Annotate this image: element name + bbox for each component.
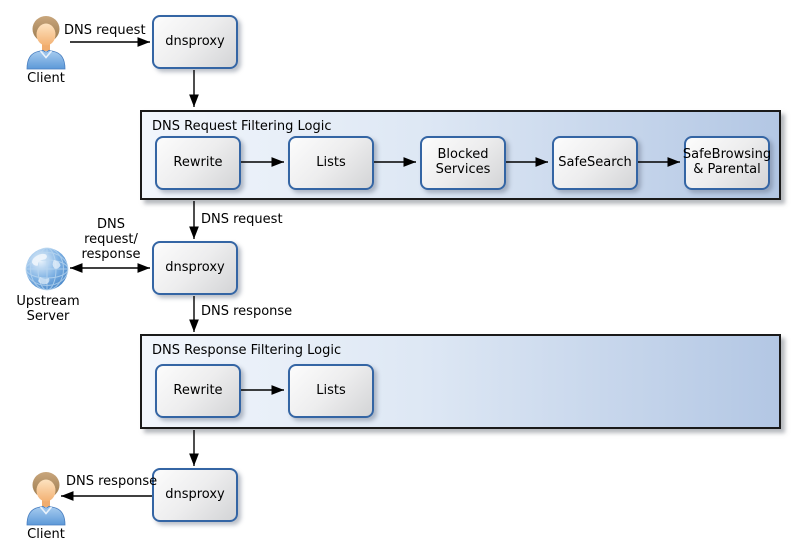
edge-label-upstream-exchange: DNS request/ response [81,217,141,262]
step-rewrite-request: Rewrite [155,136,241,190]
step-label: SafeBrowsing & Parental [682,147,772,177]
node-dnsproxy-bottom-label: dnsproxy [165,486,225,502]
step-rewrite-response: Rewrite [155,364,241,418]
step-label: SafeSearch [558,154,632,170]
step-label: Lists [316,382,346,398]
step-blocked-services: Blocked Services [420,136,506,190]
node-dnsproxy-top-label: dnsproxy [165,33,225,49]
node-dnsproxy-bottom: dnsproxy [152,468,238,522]
edge-label-client-response: DNS response [66,474,158,489]
step-label: Rewrite [173,154,223,170]
step-safesearch: SafeSearch [552,136,638,190]
step-safebrowsing-parental: SafeBrowsing & Parental [682,136,772,190]
globe-icon [25,247,69,291]
node-dnsproxy-top: dnsproxy [152,15,238,69]
container-request-filtering: DNS Request Filtering Logic Rewrite List… [140,110,781,200]
container-response-title: DNS Response Filtering Logic [152,343,342,358]
node-dnsproxy-middle: dnsproxy [152,241,238,295]
container-request-title: DNS Request Filtering Logic [152,119,332,134]
person-icon [26,16,66,70]
edge-label-filtered-request: DNS request [201,212,283,227]
node-dnsproxy-middle-label: dnsproxy [165,259,225,275]
step-label: Lists [316,154,346,170]
client-bottom-label: Client [27,527,65,542]
edge-label-upstream-response: DNS response [201,304,293,319]
step-lists-response: Lists [288,364,374,418]
upstream-server-label: Upstream Server [16,294,80,324]
container-response-filtering: DNS Response Filtering Logic Rewrite Lis… [140,334,781,429]
person-icon [26,472,66,526]
step-label: Rewrite [173,382,223,398]
client-top-label: Client [27,71,65,86]
step-lists-request: Lists [288,136,374,190]
edge-label-client-request: DNS request [64,23,146,38]
step-label: Blocked Services [435,147,491,177]
